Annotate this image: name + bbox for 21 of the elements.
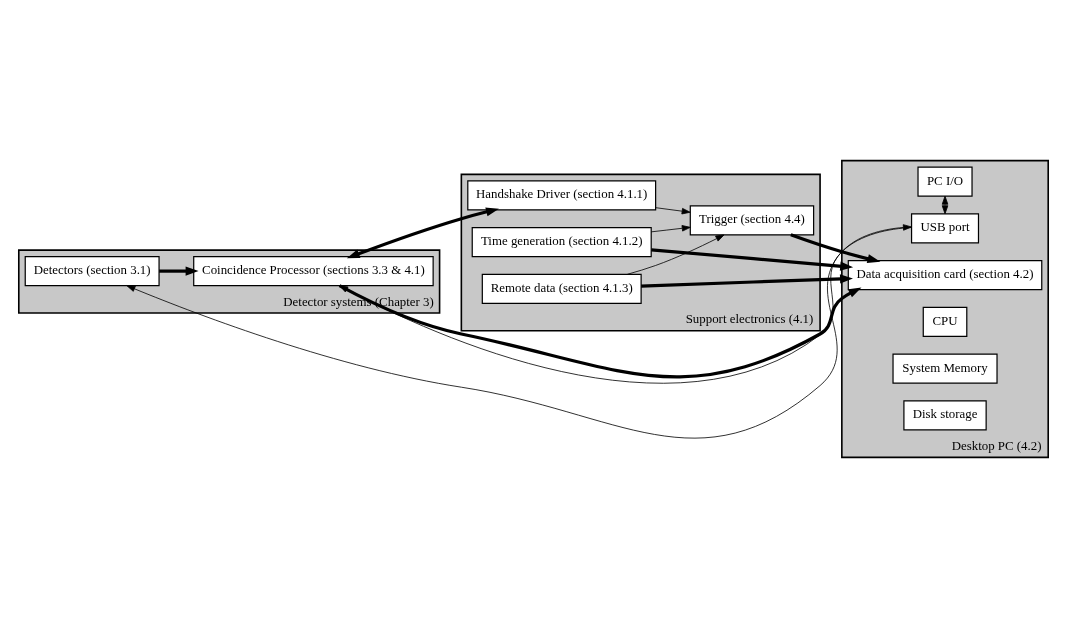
node-box: CPU xyxy=(922,306,968,337)
node-box: Disk storage xyxy=(903,399,987,431)
arrow xyxy=(338,283,862,378)
node-box: Trigger (section 4.4) xyxy=(689,204,815,235)
node-box: Detectors (section 3.1) xyxy=(24,255,160,286)
arrow xyxy=(790,232,881,263)
node-box: Remote data (section 4.1.3) xyxy=(481,273,642,304)
arrow xyxy=(655,206,691,214)
arrow xyxy=(159,266,199,276)
node-box: Coincidence Processor (sections 3.3 & 4.1) xyxy=(193,255,434,286)
arrow xyxy=(641,273,853,288)
arrow xyxy=(651,247,854,271)
arrow xyxy=(650,224,691,232)
arrow xyxy=(626,234,725,275)
node-box: System Memory xyxy=(892,353,998,384)
arrow xyxy=(346,206,499,258)
node-box: Handshake Driver (section 4.1.1) xyxy=(467,179,657,210)
node-box: PC I/O xyxy=(917,166,973,197)
node-box: USB port xyxy=(910,212,980,243)
node-box: Time generation (section 4.1.2) xyxy=(471,226,652,257)
node-box: Data acquisition card (section 4.2) xyxy=(847,259,1043,290)
